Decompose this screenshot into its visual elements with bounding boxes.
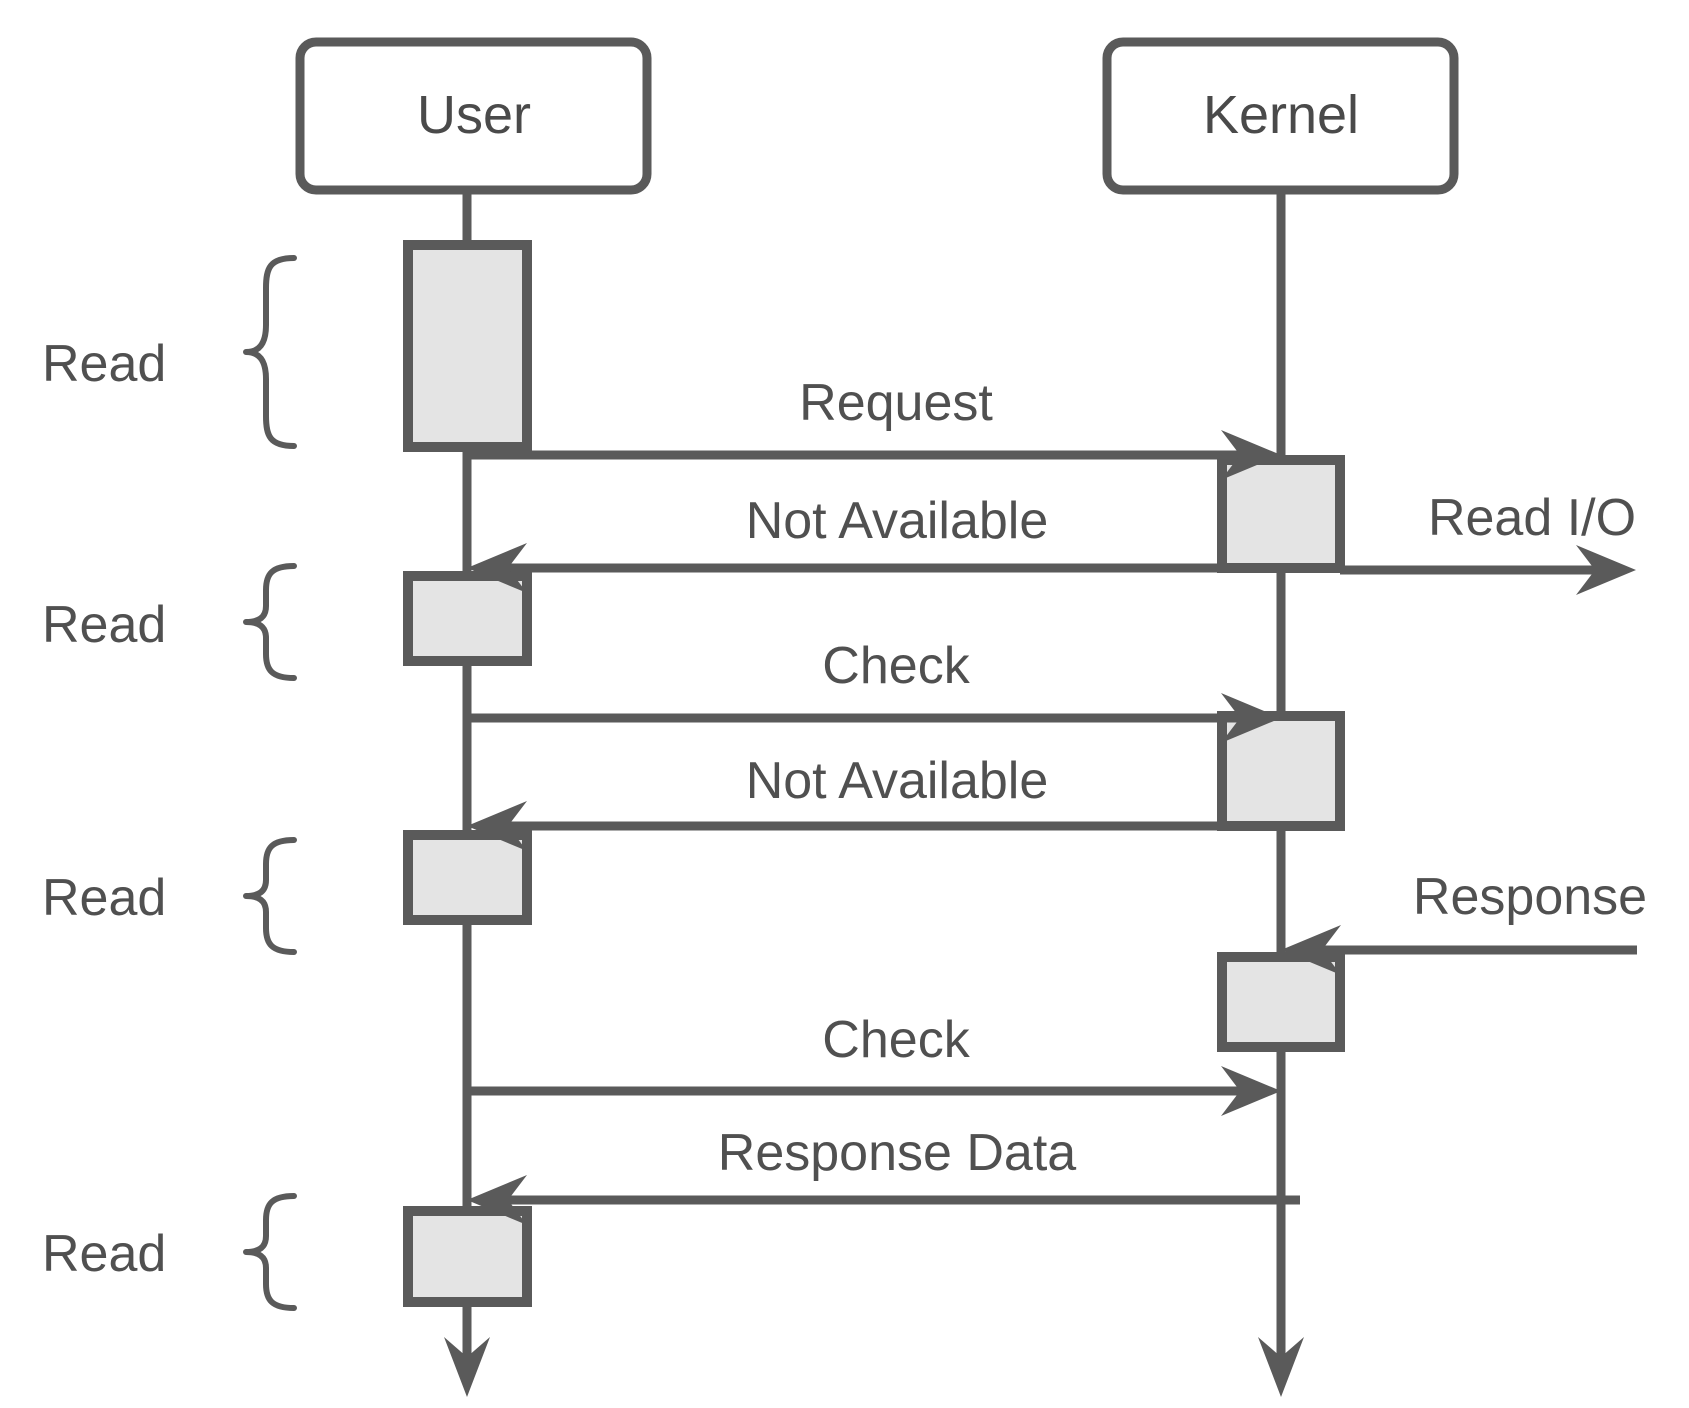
read-brace-1 <box>243 255 297 449</box>
check-1-arrowhead <box>1221 693 1281 743</box>
response-data-label: Response Data <box>718 1124 1077 1182</box>
check-2-arrowhead <box>1221 1066 1281 1116</box>
kernel-activation-1 <box>1217 455 1345 573</box>
not-available-1-label: Not Available <box>746 492 1049 550</box>
kernel-activation-3 <box>1217 952 1345 1052</box>
not-available-2-label: Not Available <box>746 752 1049 810</box>
user-activation-1 <box>403 240 532 452</box>
not-available-2-arrowhead <box>467 801 527 851</box>
response-label: Response <box>1413 868 1647 926</box>
read-brace-3 <box>243 837 297 955</box>
user-lifeline-arrowhead <box>444 1337 490 1397</box>
user-participant-label: User <box>417 85 531 145</box>
user-activation-2 <box>403 571 532 666</box>
read-phase-label-1: Read <box>42 335 166 393</box>
read-brace-4 <box>243 1193 297 1311</box>
user-participant-box <box>295 37 652 195</box>
request-label: Request <box>799 374 993 432</box>
not-available-1-arrowhead <box>467 543 527 593</box>
kernel-lifeline-arrowhead <box>1258 1337 1304 1397</box>
read-io-arrowhead <box>1576 545 1636 595</box>
read-phase-label-2: Read <box>42 596 166 654</box>
kernel-participant-label: Kernel <box>1203 85 1359 145</box>
read-io-label: Read I/O <box>1428 489 1636 547</box>
read-phase-label-4: Read <box>42 1225 166 1283</box>
read-brace-2 <box>243 563 297 681</box>
response-data-arrowhead <box>467 1175 527 1225</box>
user-activation-3 <box>403 830 532 925</box>
request-arrowhead <box>1221 430 1281 480</box>
user-activation-4 <box>403 1206 532 1307</box>
read-phase-label-3: Read <box>42 869 166 927</box>
response-arrowhead <box>1281 925 1341 975</box>
check-2-label: Check <box>822 1011 970 1069</box>
check-1-label: Check <box>822 637 970 695</box>
